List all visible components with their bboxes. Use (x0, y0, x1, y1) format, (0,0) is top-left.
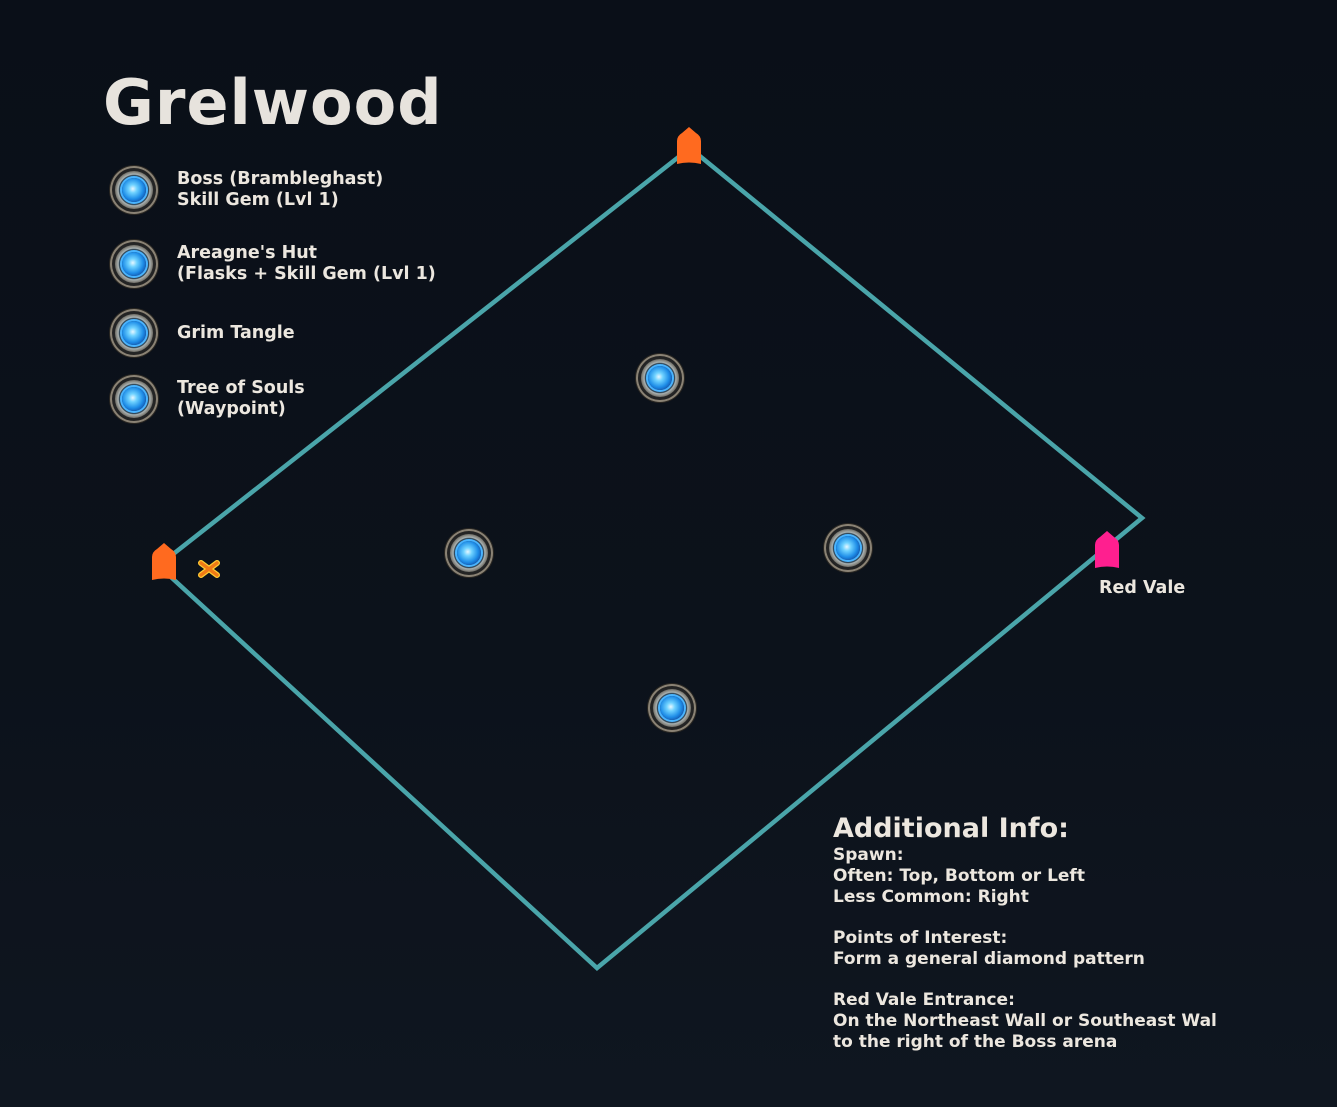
spawn-marker-icon (152, 543, 176, 580)
legend-label: Grim Tangle (177, 322, 295, 343)
poi-left[interactable] (445, 529, 493, 577)
waypoint-orb-icon (636, 354, 684, 402)
legend-item-grim-tangle: Grim Tangle (110, 309, 295, 357)
waypoint-orb-icon (110, 309, 158, 357)
poi-bottom[interactable] (648, 684, 696, 732)
x-marker-icon (198, 560, 220, 578)
exit-marker-icon (1095, 531, 1119, 568)
spawn-marker-icon (677, 127, 701, 164)
waypoint-orb-icon (110, 240, 158, 288)
exit-label-red-vale: Red Vale (1099, 578, 1186, 598)
info-line: to the right of the Boss arena (833, 1032, 1118, 1052)
info-section-points-of-interest: Points of Interest: Form a general diamo… (833, 928, 1217, 970)
legend-item-tree-of-souls: Tree of Souls (Waypoint) (110, 375, 305, 423)
legend-label: Areagne's Hut (Flasks + Skill Gem (Lvl 1… (177, 243, 436, 284)
info-line: On the Northeast Wall or Southeast Wal (833, 1011, 1217, 1031)
info-section-red-vale-entrance: Red Vale Entrance: On the Northeast Wall… (833, 990, 1217, 1053)
info-line: Spawn: (833, 845, 904, 865)
waypoint-orb-icon (445, 529, 493, 577)
legend-label: Tree of Souls (Waypoint) (177, 378, 305, 419)
info-line: Form a general diamond pattern (833, 949, 1145, 969)
poi-right[interactable] (824, 524, 872, 572)
legend-item-boss: Boss (Brambleghast) Skill Gem (Lvl 1) (110, 166, 383, 214)
legend-item-areagnes-hut: Areagne's Hut (Flasks + Skill Gem (Lvl 1… (110, 240, 436, 288)
legend-label: Boss (Brambleghast) Skill Gem (Lvl 1) (177, 169, 384, 210)
waypoint-orb-icon (648, 684, 696, 732)
waypoint-orb-icon (824, 524, 872, 572)
waypoint-orb-icon (110, 375, 158, 423)
info-section-spawn: Spawn: Often: Top, Bottom or Left Less C… (833, 845, 1217, 908)
info-line: Less Common: Right (833, 887, 1029, 907)
poi-top[interactable] (636, 354, 684, 402)
info-line: Points of Interest: (833, 928, 1008, 948)
area-boundary (169, 146, 1146, 971)
info-line: Often: Top, Bottom or Left (833, 866, 1085, 886)
info-line: Red Vale Entrance: (833, 990, 1015, 1010)
additional-info-panel: Additional Info: Spawn: Often: Top, Bott… (833, 813, 1217, 1053)
additional-info-heading: Additional Info: (833, 813, 1069, 844)
waypoint-orb-icon (110, 166, 158, 214)
map-title: Grelwood (103, 66, 443, 139)
